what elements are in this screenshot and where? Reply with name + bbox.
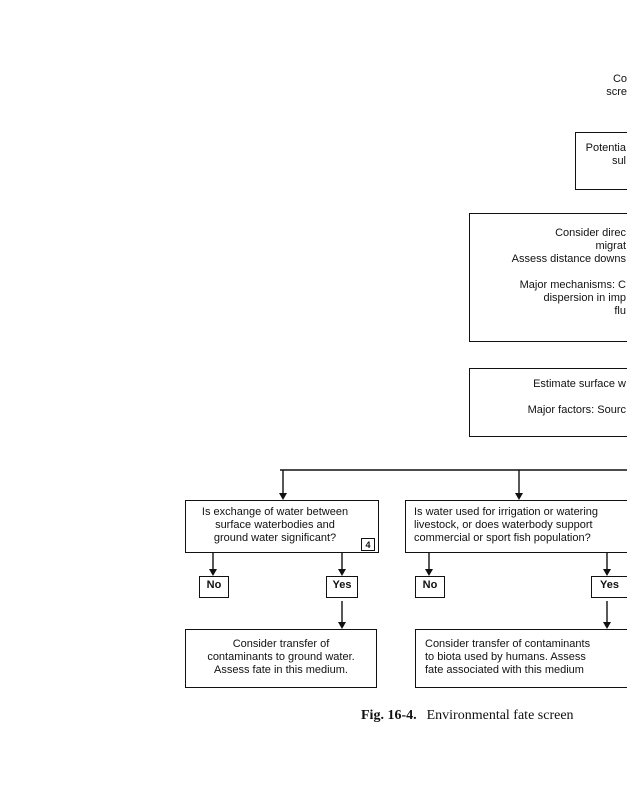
arrowhead [425,569,433,576]
potential-box: Potentia sul [575,132,627,190]
text-line [470,391,626,404]
text-line: to biota used by humans. Assess [425,651,586,663]
text-line: Is water used for irrigation or watering [414,506,599,518]
groundwater-outcome-box: Consider transfer of contaminants to gro… [185,629,377,688]
arrowhead [338,622,346,629]
text-line [470,266,626,279]
figure-number: Fig. 16-4. [361,708,417,723]
irrigation-question-box: Is water used for irrigation or watering… [405,500,627,553]
text-line: Major factors: Sourc [527,404,626,416]
text-line: Major mechanisms: C [519,279,626,291]
text-line: livestock, or does waterbody support [414,519,593,531]
text-line: Assess distance downs [511,253,626,265]
text-line: fate associated with this medium [425,664,584,676]
text-line: Consider transfer of contaminants [425,638,591,650]
text-line: Potentia [585,142,626,154]
estimate-box: Estimate surface w Major factors: Sourc [469,368,627,437]
text-line: commercial or sport fish population? [414,532,591,544]
text-line: Is exchange of water between [201,506,349,518]
text-line: Co [612,73,627,85]
exchange-yes-box: Yes [326,576,358,598]
arrowhead [603,569,611,576]
arrowhead [603,622,611,629]
text-line: flu [614,305,626,317]
text-line: Assess fate in this medium. [214,664,348,676]
arrowhead [515,493,523,500]
consider-direct-box: Consider direc migrat Assess distance do… [469,213,627,342]
top-step-text: Co scre [560,73,627,99]
reference-number-badge: 4 [361,538,375,551]
arrowhead [209,569,217,576]
text-line: Estimate surface w [533,378,626,390]
text-line: surface waterbodies and [215,519,335,531]
text-line: ground water significant? [213,532,337,544]
irrigation-no-box: No [415,576,445,598]
arrowhead [279,493,287,500]
text-line: migrat [595,240,626,252]
arrowhead [338,569,346,576]
exchange-question-box: Is exchange of water between surface wat… [185,500,379,553]
text-line: dispersion in imp [543,292,626,304]
text-line: scre [606,86,627,98]
figure-caption: Fig. 16-4. Environmental fate screen [361,708,574,724]
text-line: Consider direc [555,227,626,239]
irrigation-yes-box: Yes [591,576,627,598]
caption-text: Environmental fate screen [426,708,574,723]
biota-outcome-box: Consider transfer of contaminants to bio… [415,629,627,688]
text-line: contaminants to ground water. [207,651,355,663]
text-line: Consider transfer of [232,638,330,650]
exchange-no-box: No [199,576,229,598]
text-line: sul [611,155,626,167]
